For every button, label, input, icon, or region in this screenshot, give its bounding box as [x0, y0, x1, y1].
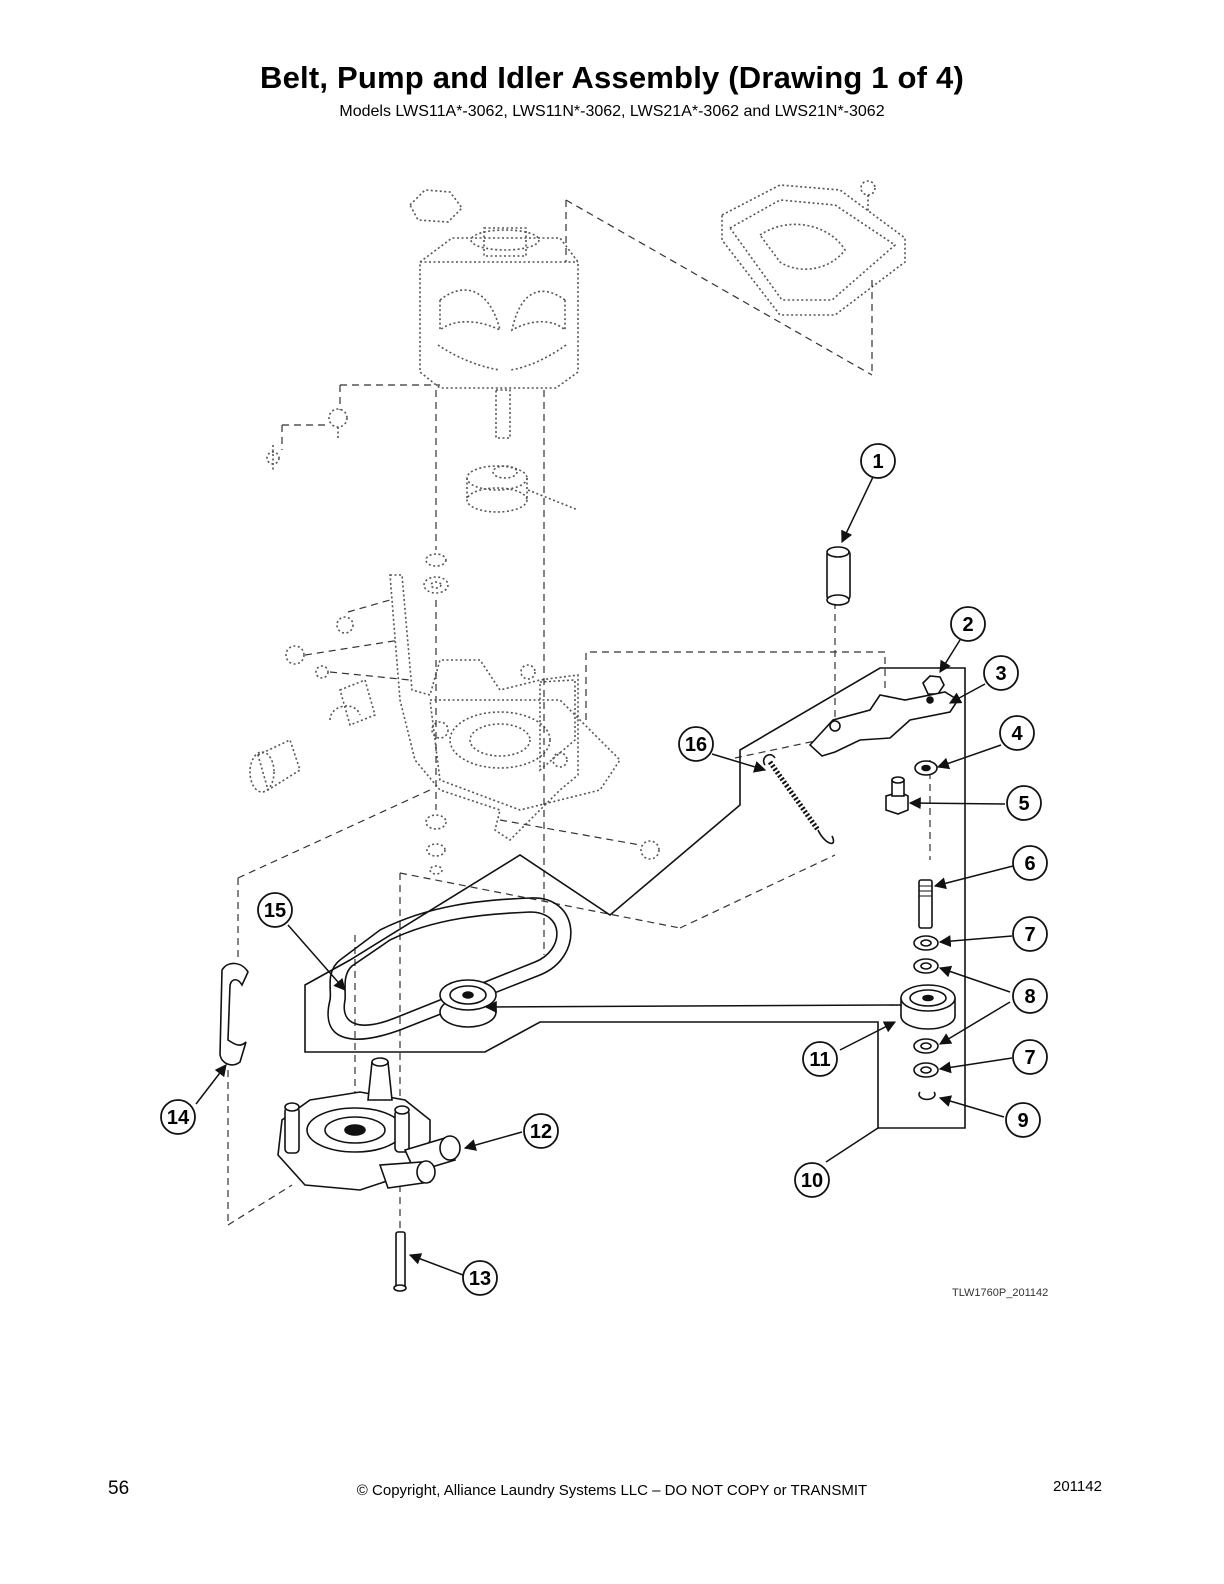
idler-arm: [808, 691, 960, 757]
callout-number: 12: [530, 1121, 552, 1143]
tension-spring: [762, 753, 835, 845]
callout-8: 8: [1012, 978, 1048, 1014]
nut: [922, 675, 945, 695]
callout-11: 11: [802, 1041, 838, 1077]
page-subtitle: Models LWS11A*-3062, LWS11N*-3062, LWS21…: [339, 103, 885, 120]
callout-7-2: 7: [1012, 1039, 1048, 1075]
callout-number: 5: [1018, 793, 1029, 815]
callout-7: 7: [1012, 916, 1048, 952]
callout-number: 3: [995, 663, 1006, 685]
callout-number: 14: [167, 1107, 190, 1129]
callout-number: 9: [1017, 1110, 1028, 1132]
callout-1: 1: [860, 443, 896, 479]
page-number: 56: [108, 1478, 130, 1499]
callout-number: 7: [1024, 924, 1035, 946]
pump-screw: [393, 1231, 407, 1292]
copyright-notice: © Copyright, Alliance Laundry Systems LL…: [356, 1482, 868, 1499]
alignment-lines: [227, 199, 931, 1240]
assembly-parts: [219, 546, 966, 1292]
callout-5: 5: [1006, 785, 1042, 821]
callout-number: 13: [469, 1268, 491, 1290]
callout-9: 9: [1005, 1102, 1041, 1138]
callout-12: 12: [523, 1113, 559, 1149]
revision-code: 201142: [1053, 1478, 1102, 1495]
callout-number: 4: [1011, 723, 1023, 745]
stud: [918, 879, 933, 929]
callout-number: 7: [1024, 1047, 1035, 1069]
callout-number: 8: [1024, 986, 1035, 1008]
callout-number: 11: [809, 1049, 830, 1071]
idler-assembly-outline: [304, 667, 966, 1129]
retaining-ring: [918, 1091, 936, 1101]
callout-number: 2: [962, 614, 973, 636]
pump: [277, 1057, 461, 1191]
belt-clip: [219, 962, 249, 1066]
drawing-id: TLW1760P_201142: [952, 1287, 1049, 1299]
callout-10: 10: [794, 1162, 830, 1198]
callout-6: 6: [1012, 845, 1048, 881]
callout-15: 15: [257, 892, 293, 928]
callout-4: 4: [999, 715, 1035, 751]
callout-13: 13: [462, 1260, 498, 1296]
callout-3: 3: [983, 655, 1019, 691]
pivot-sleeve: [826, 546, 851, 606]
idler-pulley: [900, 984, 956, 1030]
callout-number: 15: [264, 900, 286, 922]
shoulder-bolt: [885, 791, 909, 815]
callout-number: 1: [872, 451, 883, 473]
callout-number: 10: [801, 1170, 823, 1192]
callout-16: 16: [678, 726, 714, 762]
callout-number: 6: [1024, 853, 1035, 875]
motor-reference-parts: [249, 180, 906, 875]
page-title: Belt, Pump and Idler Assembly (Drawing 1…: [260, 60, 964, 95]
callout-2: 2: [950, 606, 986, 642]
pump-pulley: [439, 979, 497, 1028]
leader-lines: [195, 476, 1014, 1276]
callout-number: 16: [685, 734, 707, 756]
drive-belt: [327, 897, 572, 1040]
callout-14: 14: [160, 1099, 196, 1135]
